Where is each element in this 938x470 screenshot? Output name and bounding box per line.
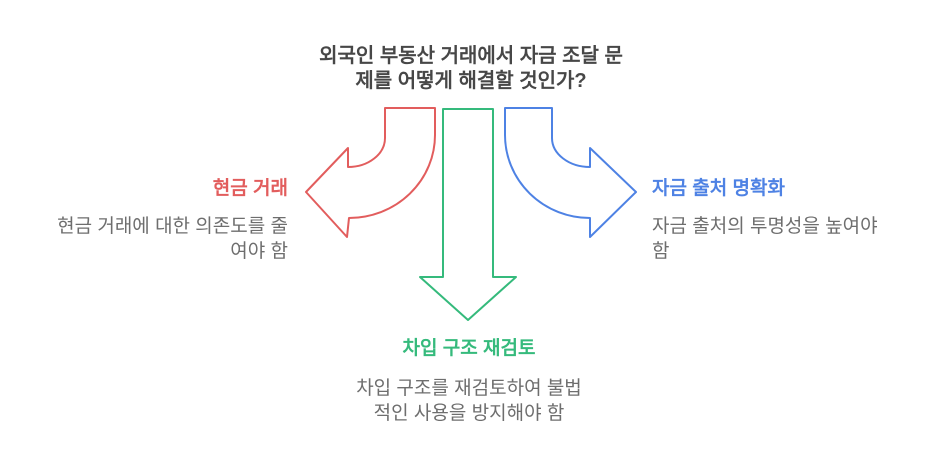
curved-left-arrow-icon <box>305 107 436 238</box>
branch-right-description: 자금 출처의 투명성을 높여야 함 <box>652 214 922 264</box>
branch-right-description-line-2: 함 <box>652 241 670 262</box>
diagram-title-line-1: 외국인 부동산 거래에서 자금 조달 문 <box>319 45 623 67</box>
straight-down-arrow-icon <box>419 108 517 321</box>
branch-left-description-line-1: 현금 거래에 대한 의존도를 줄 <box>57 216 288 237</box>
branch-down-label: 차입 구조 재검토 <box>402 338 536 359</box>
curved-right-arrow-icon <box>504 107 637 238</box>
branch-down-description-line-2: 적인 사용을 방지해야 함 <box>373 403 565 424</box>
branch-fund-source-clarification: 자금 출처 명확화 자금 출처의 투명성을 높여야 함 <box>652 177 922 264</box>
branch-right-label: 자금 출처 명확화 <box>652 178 785 199</box>
diagram-title-line-2: 제를 어떻게 해결할 것인가? <box>355 70 587 92</box>
branch-left-label: 현금 거래 <box>212 178 288 199</box>
branch-right-description-line-1: 자금 출처의 투명성을 높여야 <box>652 216 878 237</box>
branch-cash-transactions: 현금 거래 현금 거래에 대한 의존도를 줄 여야 함 <box>0 177 288 264</box>
branch-borrowing-structure-review: 차입 구조 재검토 차입 구조를 재검토하여 불법 적인 사용을 방지해야 함 <box>299 337 639 426</box>
branch-left-description-line-2: 여야 함 <box>230 241 288 262</box>
branch-down-description-line-1: 차입 구조를 재검토하여 불법 <box>356 378 582 399</box>
branch-down-description: 차입 구조를 재검토하여 불법 적인 사용을 방지해야 함 <box>299 376 639 426</box>
diagram-title: 외국인 부동산 거래에서 자금 조달 문 제를 어떻게 해결할 것인가? <box>251 44 691 94</box>
branch-left-description: 현금 거래에 대한 의존도를 줄 여야 함 <box>0 214 288 264</box>
